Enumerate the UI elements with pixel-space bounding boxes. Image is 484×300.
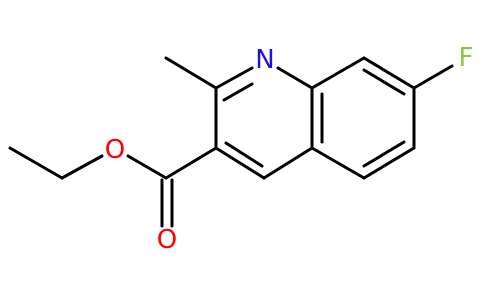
bond-c2-n-inner bbox=[222, 82, 254, 102]
bond-c6-c5 bbox=[362, 146, 416, 180]
bond-c8a-c8 bbox=[310, 56, 366, 90]
bond-c7-f bbox=[412, 64, 454, 90]
bond-c4a-c4 bbox=[262, 146, 314, 180]
bond-c2-methyl bbox=[164, 56, 218, 90]
fluorine-atom-label: F bbox=[459, 43, 474, 73]
bond-c4-c3 bbox=[214, 146, 266, 180]
bond-c8-c7-inner bbox=[362, 68, 406, 96]
bond-c8-c7 bbox=[362, 56, 416, 90]
bond-c5-c4a bbox=[310, 146, 366, 180]
bond-ethyl-ch2-o bbox=[60, 154, 104, 180]
atom-label-layer: N F O O bbox=[105, 43, 474, 255]
bond-c6-c5-inner bbox=[362, 140, 406, 168]
carbonyl-oxygen-atom-label: O bbox=[157, 225, 177, 255]
bond-layer bbox=[8, 56, 454, 228]
bond-c4-c3-inner bbox=[224, 141, 264, 168]
nitrogen-atom-label: N bbox=[255, 45, 274, 75]
bond-n-c8a bbox=[276, 66, 314, 90]
bond-o-carbonyl-carbon bbox=[126, 154, 168, 180]
bond-carbonyl-c3 bbox=[164, 146, 218, 180]
ester-oxygen-atom-label: O bbox=[105, 135, 125, 165]
bond-ethyl-ch3-ch2 bbox=[8, 146, 64, 180]
bond-c2-n bbox=[214, 66, 254, 90]
